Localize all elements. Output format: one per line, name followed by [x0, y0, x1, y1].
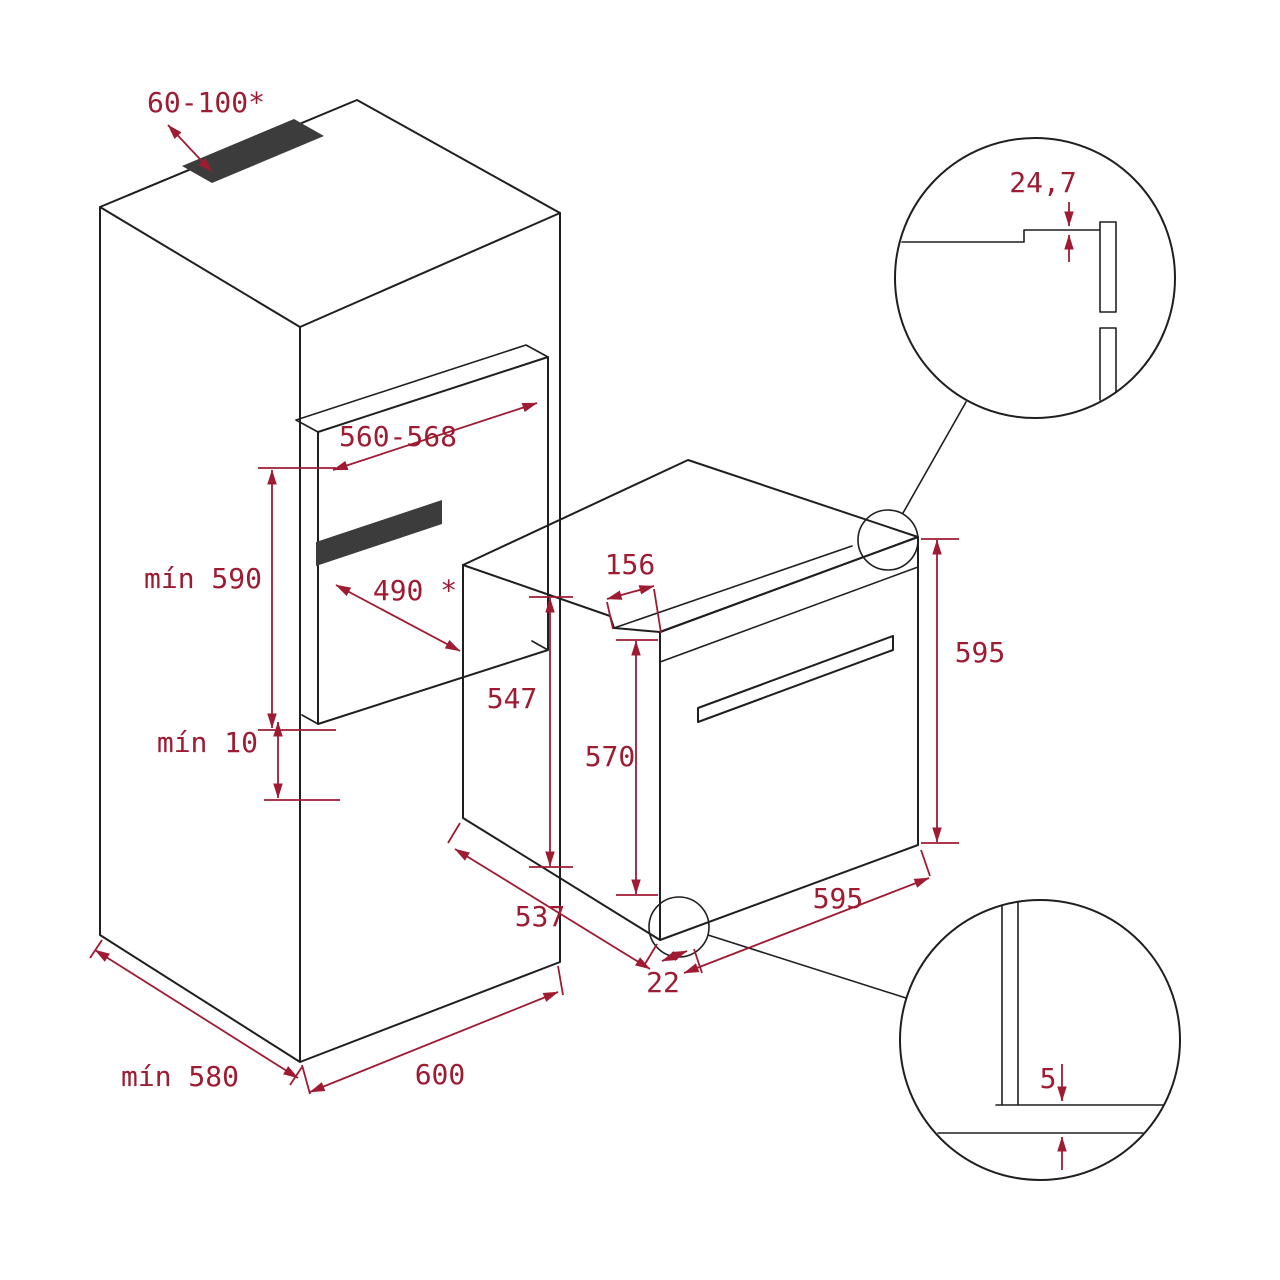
- detail-marker-top-icon: [857, 509, 919, 571]
- oven-door-handle: [697, 635, 894, 723]
- dim-label-body-depth: 537: [515, 900, 566, 933]
- oven-front-face: [659, 536, 919, 941]
- cabinet-body-edges: [99, 206, 561, 1063]
- dim-front-width-line: [683, 877, 930, 974]
- detail-views: [707, 137, 1181, 1181]
- dim-front-height-ticks: [921, 538, 959, 844]
- vent-cutout: [182, 119, 324, 183]
- dim-label-body-height: 547: [487, 682, 538, 715]
- dim-front-width-ticks: [693, 849, 931, 974]
- dimension-lines: [89, 124, 1074, 1170]
- dim-label-niche-depth: 490 *: [373, 574, 457, 607]
- dim-body-height-ticks: [529, 596, 573, 868]
- detail-leader-bottom: [707, 934, 907, 999]
- oven-control-panel-line: [659, 566, 919, 663]
- detail-leader-top: [902, 401, 967, 514]
- dim-panel-depth-line: [606, 585, 655, 600]
- dim-label-detail-bottom-clearance: 5: [1040, 1062, 1057, 1095]
- niche-shelf: [316, 500, 442, 566]
- detail-marker-bottom-icon: [648, 896, 710, 958]
- dim-vent-line: [167, 124, 213, 173]
- dim-label-detail-top-clearance: 24,7: [1009, 166, 1076, 199]
- dim-label-panel-depth: 156: [605, 548, 656, 581]
- dim-label-niche-height: mín 590: [144, 562, 262, 595]
- dimension-labels: 60-100* 560-568 mín 590 490 * mín 10 mín…: [121, 86, 1077, 1095]
- dim-cabinet-depth-ticks: [89, 939, 303, 1086]
- detail-view-top-section: [901, 221, 1117, 401]
- dim-label-cabinet-width: 600: [415, 1058, 466, 1091]
- dim-label-front-height: 595: [955, 636, 1006, 669]
- dim-cabinet-width-ticks: [301, 965, 564, 1095]
- dim-niche-height-ticks: [258, 467, 336, 731]
- cabinet-top-face: [99, 99, 561, 328]
- dim-label-vent-cutout: 60-100*: [147, 86, 265, 119]
- dim-label-cabinet-depth: mín 580: [121, 1060, 239, 1093]
- dim-body-depth-line: [454, 848, 651, 970]
- dim-label-front-width: 595: [813, 882, 864, 915]
- dim-body-depth-ticks: [447, 822, 658, 965]
- dim-cabinet-width-line: [309, 991, 559, 1093]
- niche-depth-lines: [295, 344, 549, 725]
- oven-top-step-line: [613, 545, 853, 629]
- dim-niche-width-line: [332, 402, 538, 471]
- dim-label-inner-height: 570: [585, 740, 636, 773]
- detail-view-bottom-circle: [899, 899, 1181, 1181]
- dim-front-offset-line: [661, 950, 688, 962]
- dim-panel-depth-ext: [606, 588, 662, 634]
- detail-view-top-circle: [894, 137, 1176, 419]
- dim-niche-depth-line: [335, 584, 461, 652]
- dim-label-front-offset: 22: [646, 966, 680, 999]
- detail-view-bottom-section: [937, 902, 1164, 1134]
- dim-label-bottom-gap: mín 10: [157, 726, 258, 759]
- dim-cabinet-depth-line: [94, 949, 299, 1079]
- dim-label-niche-width: 560-568: [339, 420, 457, 453]
